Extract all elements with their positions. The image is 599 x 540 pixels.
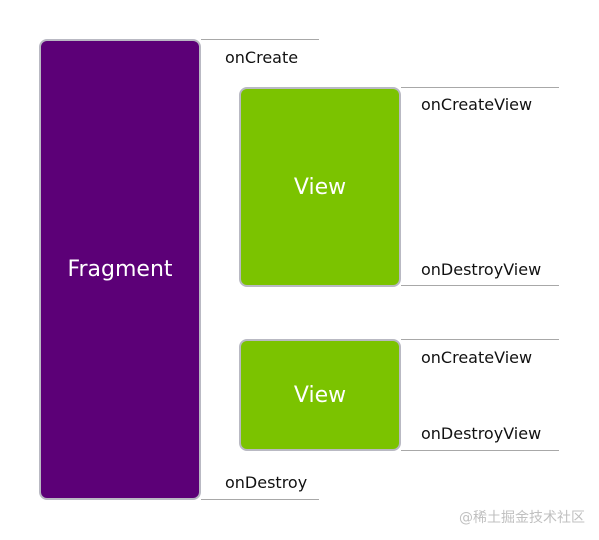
on-destroy-line — [201, 499, 319, 500]
view2-on-destroy-view-label: onDestroyView — [421, 424, 542, 443]
view-label-1: View — [293, 174, 347, 200]
view2-destroy-line — [401, 450, 559, 451]
on-create-line — [201, 39, 319, 40]
view1-destroy-line — [401, 285, 559, 286]
on-create-label: onCreate — [225, 48, 299, 67]
view2-create-line — [401, 339, 559, 340]
watermark: @稀土掘金技术社区 — [459, 510, 585, 526]
view1-create-line — [401, 87, 559, 88]
fragment-box: Fragment — [39, 39, 201, 500]
view1-on-create-view-label: onCreateView — [421, 95, 533, 114]
view-box-1: View — [239, 87, 401, 287]
view-label-2: View — [293, 382, 347, 408]
on-destroy-label: onDestroy — [225, 473, 308, 492]
fragment-label: Fragment — [67, 257, 173, 282]
view-box-2: View — [239, 339, 401, 451]
view1-on-destroy-view-label: onDestroyView — [421, 260, 542, 279]
view2-on-create-view-label: onCreateView — [421, 348, 533, 367]
